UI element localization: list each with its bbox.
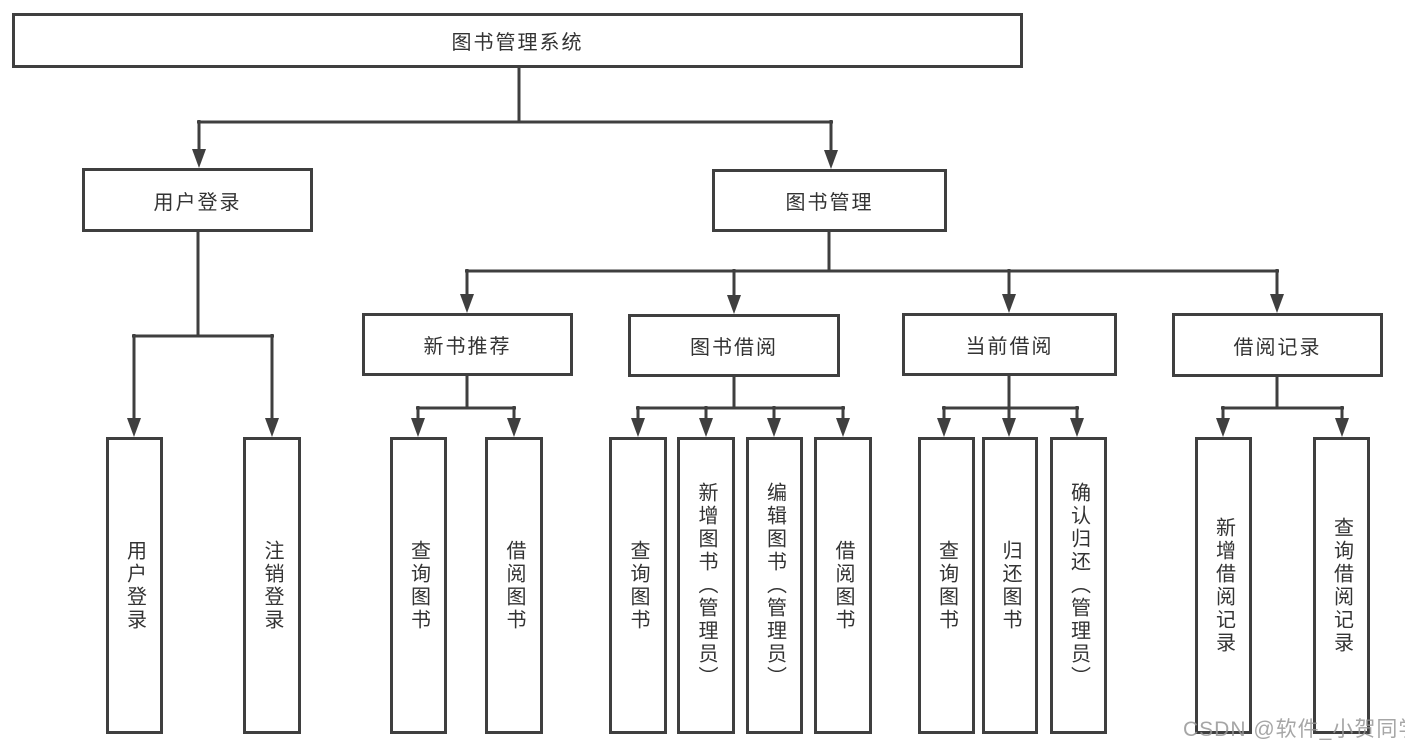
node-label: 用户登录 [123,539,146,632]
leaf-query-books-borrowing: 查询图书 [609,437,667,734]
node-label: 归还图书 [999,539,1021,632]
node-label: 用户登录 [153,191,242,214]
leaf-borrow-books: 借阅图书 [814,437,872,734]
node-label: 借阅图书 [503,539,525,632]
node-label: 新增借阅记录 [1212,516,1235,655]
node-label: 查询借阅记录 [1330,516,1353,655]
leaf-add-borrow-record: 新增借阅记录 [1195,437,1252,734]
leaf-borrow-books-recommend: 借阅图书 [485,437,543,734]
node-book-management: 图书管理 [712,169,947,232]
csdn-watermark: CSDN @软件_小贺同学 [1183,718,1405,741]
node-label: 查询图书 [407,539,430,632]
leaf-confirm-return-admin: 确认归还（管理员） [1050,437,1107,734]
node-label: 确认归还（管理员） [1067,482,1090,689]
node-label: 新书推荐 [423,336,512,358]
node-label: 新增图书（管理员） [695,482,717,689]
node-label: 图书借阅 [690,337,778,359]
leaf-edit-books-admin: 编辑图书（管理员） [746,437,803,734]
node-borrow-records: 借阅记录 [1172,313,1383,377]
leaf-return-books: 归还图书 [982,437,1038,734]
node-label: 编辑图书（管理员） [763,482,786,689]
leaf-query-borrow-record: 查询借阅记录 [1313,437,1370,734]
node-label: 查询图书 [935,539,958,632]
node-current-borrowing: 当前借阅 [902,313,1117,376]
node-library-system: 图书管理系统 [12,13,1023,68]
node-label: 图书管理 [785,192,874,214]
node-label: 当前借阅 [965,336,1054,358]
node-label: 注销登录 [261,539,283,632]
leaf-user-login: 用户登录 [106,437,163,734]
node-new-book-recommend: 新书推荐 [362,313,573,376]
node-label: 借阅记录 [1233,336,1322,359]
leaf-query-books-current: 查询图书 [918,437,975,734]
node-label: 图书管理系统 [451,32,584,54]
node-label: 借阅图书 [832,539,854,632]
leaf-query-books-recommend: 查询图书 [390,437,447,734]
leaf-logout: 注销登录 [243,437,301,734]
leaf-add-books-admin: 新增图书（管理员） [677,437,735,734]
node-book-borrowing: 图书借阅 [628,314,840,377]
node-user-login: 用户登录 [82,168,313,232]
node-label: 查询图书 [627,539,649,632]
